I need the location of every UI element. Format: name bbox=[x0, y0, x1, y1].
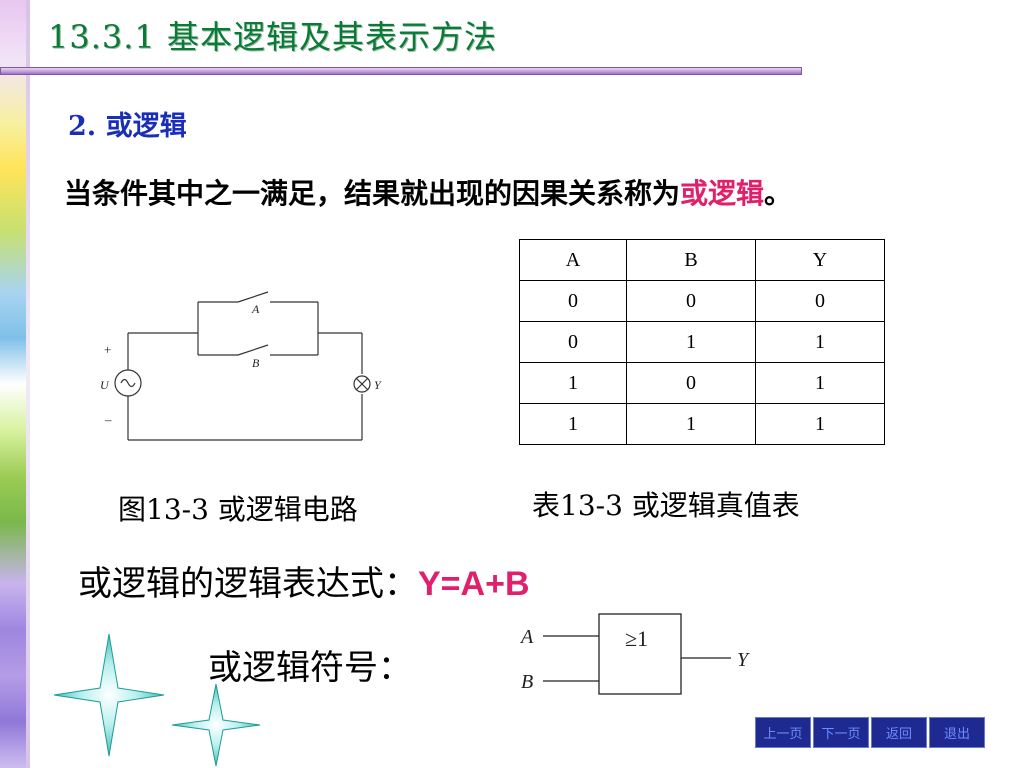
truth-table-cell: 1 bbox=[626, 321, 756, 363]
voltage-source-symbol bbox=[114, 369, 142, 397]
switch-a-blade bbox=[237, 291, 269, 303]
definition-highlight: 或逻辑 bbox=[680, 177, 765, 210]
switch-a-label: A bbox=[251, 302, 260, 316]
truth-table-cell: 1 bbox=[755, 403, 885, 445]
table-caption: 表13-3 或逻辑真值表 bbox=[532, 489, 800, 522]
definition-suffix: 。 bbox=[764, 177, 793, 210]
gate-input-a-label: A bbox=[519, 626, 534, 648]
truth-table-cell: 1 bbox=[755, 321, 885, 363]
section-heading: 2. 或逻辑 bbox=[68, 111, 187, 142]
voltage-source-wave bbox=[120, 378, 136, 388]
truth-table-cell: 1 bbox=[519, 403, 627, 445]
lamp-symbol bbox=[353, 375, 371, 393]
sparkle-star-icon bbox=[53, 633, 165, 757]
truth-table-row: 1 0 1 bbox=[519, 362, 885, 404]
truth-table-cell: 1 bbox=[755, 362, 885, 404]
lamp-cross-2 bbox=[356, 378, 368, 390]
back-button[interactable]: 返回 bbox=[871, 717, 927, 748]
expression-formula: Y=A+B bbox=[418, 565, 530, 603]
gate-symbol-text: ≥1 bbox=[625, 626, 648, 651]
truth-table-header: Y bbox=[755, 239, 885, 281]
or-logic-circuit-diagram: A B U Y + – bbox=[100, 291, 382, 441]
plus-sign: + bbox=[104, 342, 111, 357]
truth-table-header: B bbox=[626, 239, 756, 281]
truth-table-cell: 0 bbox=[519, 280, 627, 322]
truth-table-row: 1 1 1 bbox=[519, 403, 885, 445]
sidebar-divider bbox=[26, 0, 30, 768]
truth-table-cell: 0 bbox=[626, 280, 756, 322]
switch-b-blade bbox=[237, 344, 269, 356]
or-gate-symbol: A B Y ≥1 bbox=[519, 613, 750, 695]
gate-body bbox=[598, 613, 682, 695]
slide-title: 13.3.1 基本逻辑及其表示方法 bbox=[48, 18, 497, 56]
switch-b-label: B bbox=[252, 356, 260, 370]
symbol-label: 或逻辑符号： bbox=[208, 648, 412, 688]
truth-table-header-row: A B Y bbox=[519, 239, 885, 281]
truth-table-header: A bbox=[519, 239, 627, 281]
next-page-button[interactable]: 下一页 bbox=[813, 717, 869, 748]
exit-button[interactable]: 退出 bbox=[929, 717, 985, 748]
truth-table-cell: 0 bbox=[519, 321, 627, 363]
definition-prefix: 当条件其中之一满足，结果就出现的因果关系称为 bbox=[64, 177, 681, 210]
gate-input-b-label: B bbox=[521, 671, 533, 693]
truth-table: A B Y 0 0 0 0 1 1 1 0 1 1 1 1 bbox=[519, 239, 885, 445]
title-underline-bar bbox=[0, 67, 802, 75]
slide-navigation: 上一页 下一页 返回 退出 bbox=[755, 717, 985, 748]
decorative-sidebar bbox=[0, 0, 26, 768]
minus-sign: – bbox=[104, 412, 112, 427]
lamp-label: Y bbox=[374, 378, 382, 392]
expression-label: 或逻辑的逻辑表达式： bbox=[78, 564, 418, 604]
definition-text: 当条件其中之一满足，结果就出现的因果关系称为或逻辑。 bbox=[64, 172, 792, 212]
logic-expression: 或逻辑的逻辑表达式：Y=A+B bbox=[78, 556, 530, 605]
sparkle-star-small-icon bbox=[171, 683, 261, 767]
truth-table-cell: 0 bbox=[755, 280, 885, 322]
truth-table-row: 0 1 1 bbox=[519, 321, 885, 363]
figure-caption: 图13-3 或逻辑电路 bbox=[118, 493, 358, 526]
truth-table-row: 0 0 0 bbox=[519, 280, 885, 322]
gate-output-label: Y bbox=[737, 649, 750, 671]
truth-table-cell: 0 bbox=[626, 362, 756, 404]
prev-page-button[interactable]: 上一页 bbox=[755, 717, 811, 748]
truth-table-cell: 1 bbox=[519, 362, 627, 404]
source-label: U bbox=[100, 378, 110, 392]
truth-table-cell: 1 bbox=[626, 403, 756, 445]
